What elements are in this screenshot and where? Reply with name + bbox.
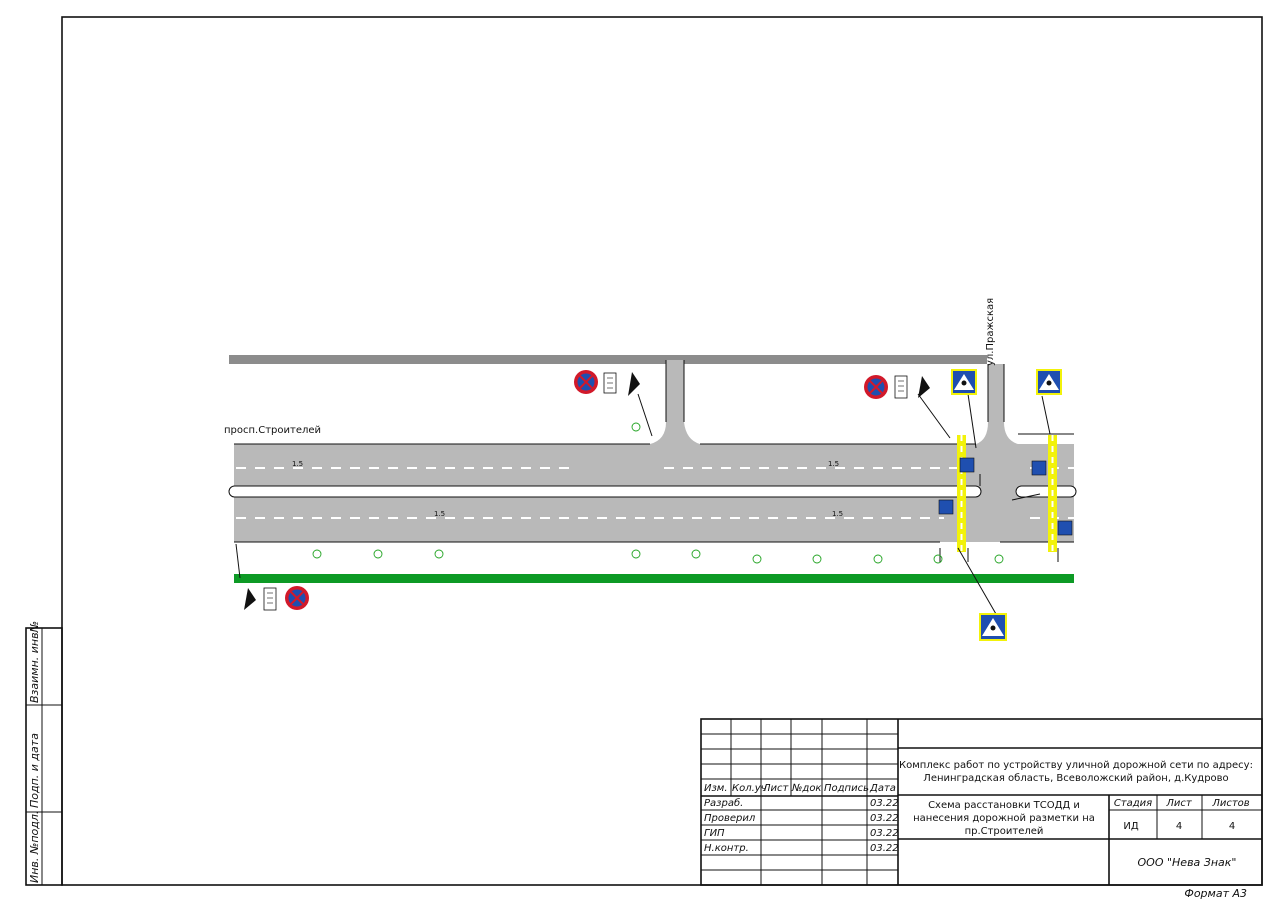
pedestrian-sign-small [1031,460,1047,476]
sheet-title-line1: Схема расстановки ТСОДД и [928,800,1080,811]
no-stopping-sign [574,370,640,396]
sheets-value: 4 [1229,821,1235,832]
lane-code: 1.5 [434,510,445,518]
pedestrian-sign-small [959,457,975,473]
pedestrian-sign [1036,369,1062,395]
street-main-label: просп.Строителей [224,425,321,436]
pedestrian-sign-small [938,499,954,515]
role-proveril: Проверил [704,813,756,824]
no-stopping-sign [244,586,309,611]
top-curb [229,355,987,364]
pedestrian-sign-small [1057,520,1073,536]
side-stamp: Инв. №подл. Подп. и дата Взаимн. инв№ [25,621,63,886]
stage-header: Стадия [1114,798,1152,809]
role-nkontr: Н.контр. [704,843,749,854]
side-road-pragskaya [976,364,1018,444]
road-plan: 1.5 1.5 1.5 1.5 просп.Строителей ул.Праж… [224,298,1077,641]
col-header-ndok: №док [791,783,821,794]
title-block: Изм. Кол.уч Лист №док Подпись Дата Разра… [700,718,1263,886]
street-side-label: ул.Пражская [985,298,996,366]
col-header-podpis: Подпись [824,783,869,794]
sheet-title-line3: пр.Строителей [965,826,1044,837]
sheet-value: 4 [1176,821,1182,832]
stage-value: ИД [1123,821,1138,832]
col-header-izm: Изм. [704,783,728,794]
role-date: 03.22 [870,798,899,809]
lane-code: 1.5 [828,460,839,468]
stamp-podp-data: Подп. и дата [28,733,41,808]
sign-markers [312,422,1004,564]
project-line2: Ленинградская область, Всеволожский райо… [923,773,1228,784]
side-road-left [650,360,700,444]
col-header-data: Дата [869,783,896,794]
green-strip [234,574,1074,583]
company-name: ООО "Нева Знак" [1138,856,1237,869]
role-date: 03.22 [870,813,899,824]
lane-code: 1.5 [832,510,843,518]
pedestrian-sign [979,613,1007,641]
role-razrab: Разраб. [704,797,743,809]
project-line1: Комплекс работ по устройству уличной дор… [899,760,1253,771]
col-header-list: Лист [762,783,790,794]
role-date: 03.22 [870,843,899,854]
col-header-kolych: Кол.уч [732,783,767,794]
role-date: 03.22 [870,828,899,839]
sheets-header: Листов [1211,798,1249,809]
format-label: Формат А3 [1184,887,1247,900]
sheet-title-line2: нанесения дорожной разметки на [913,813,1095,824]
lane-code: 1.5 [292,460,303,468]
stamp-vzamin: Взаимн. инв№ [28,621,41,703]
pedestrian-sign [951,369,977,395]
median [228,485,982,498]
role-gip: ГИП [704,828,725,839]
sheet-header: Лист [1165,798,1193,809]
median-right [1015,485,1077,498]
stamp-inv-podl: Инв. №подл. [28,811,41,883]
sheet-frame [61,16,1263,886]
no-stopping-sign [864,375,930,399]
